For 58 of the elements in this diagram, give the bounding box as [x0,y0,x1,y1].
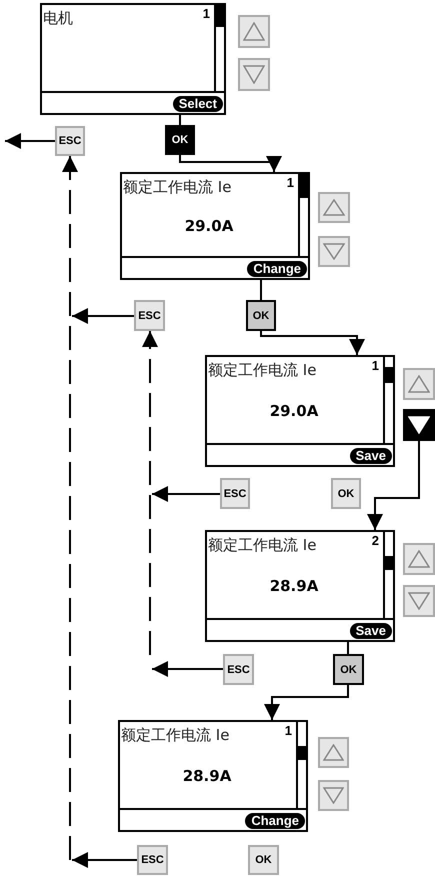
dashed-arrow [142,331,158,655]
value-readout: 29.0A [184,217,234,235]
esc-key: ESC [55,126,85,156]
arrow [72,308,134,324]
down-key [403,409,435,441]
connector-line [179,115,181,125]
esc-key: ESC [220,478,250,509]
arrow [179,155,282,172]
up-key [318,737,349,768]
page-number: 2 [372,533,379,548]
up-key [238,15,270,48]
ok-key: OK [331,478,361,509]
ok-key: OK [333,654,364,685]
page-number: 1 [284,723,292,738]
dashed-arrow [62,156,78,860]
soft-key: Save [350,623,392,639]
down-key [318,236,350,267]
esc-key: ESC [137,845,168,875]
esc-key: ESC [223,654,254,685]
up-key [403,543,435,575]
page-number: 1 [202,6,210,21]
screen-title: 电机 [43,9,73,28]
arrow [264,685,349,720]
connector-line [347,642,349,654]
esc-key: ESC [134,300,165,331]
up-key [403,368,435,400]
lcd-screen [205,530,395,642]
screen-title: 额定工作电流 Ie [121,726,230,745]
lcd-screen [205,355,395,467]
page-number: 1 [372,358,379,373]
ok-key: OK [248,845,279,875]
down-key [318,780,349,811]
arrow [260,331,365,355]
arrow [152,661,223,677]
screen-title: 额定工作电流 Ie [208,361,316,380]
down-key [403,585,435,617]
screen-title: 额定工作电流 Ie [123,178,232,197]
value-readout: 28.9A [268,577,320,595]
value-readout: 29.0A [268,402,320,420]
arrow [152,486,220,502]
soft-key: Change [247,261,307,277]
lcd-screen [40,3,226,115]
arrow [72,852,137,868]
soft-key: Select [172,96,223,112]
page-number: 1 [286,175,294,190]
lcd-screen [120,172,310,280]
screen-title: 额定工作电流 Ie [208,536,316,555]
soft-key: Save [350,448,392,464]
value-readout: 28.9A [182,767,232,785]
arrow [5,133,55,149]
connector-line [260,280,262,300]
down-key [238,58,270,91]
lcd-screen [118,720,308,832]
ok-key: OK [165,125,195,155]
ok-key: OK [246,300,276,331]
soft-key: Change [245,813,305,829]
arrow [367,441,420,530]
up-key [318,192,350,223]
